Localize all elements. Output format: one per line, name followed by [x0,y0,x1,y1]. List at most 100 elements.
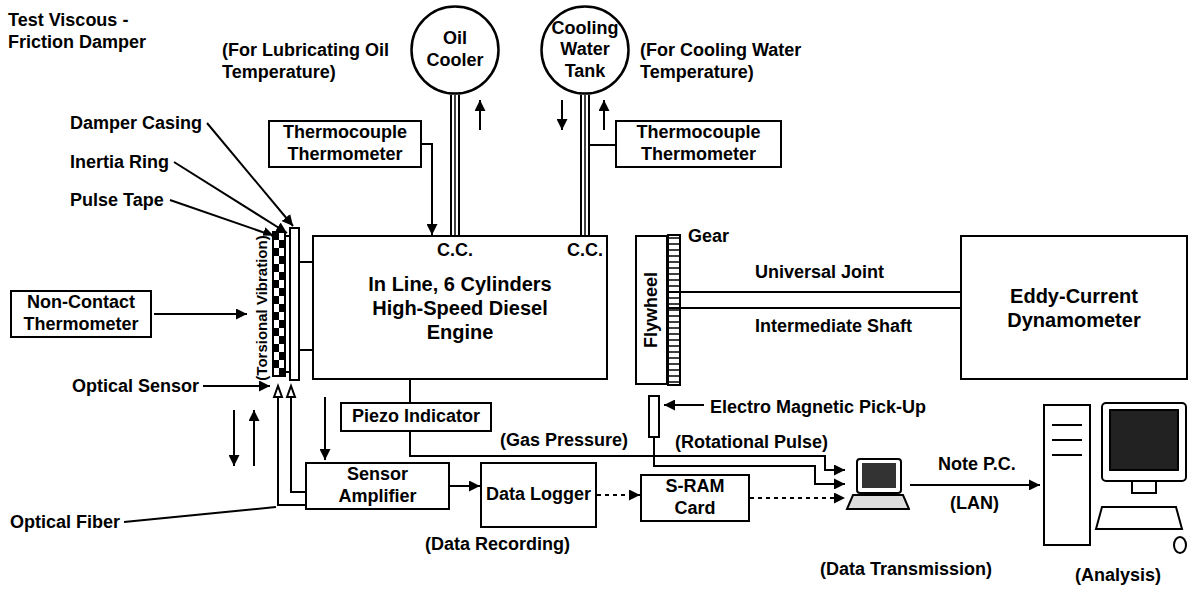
gear-tooth [668,381,680,383]
amplifier-box: Sensor Amplifier [305,462,450,510]
part-label: Pulse Tape [70,190,164,212]
gear-tooth [668,345,680,347]
part-label: (For Cooling Water Temperature) [640,40,840,83]
leader-line [203,385,270,387]
part-label: Optical Fiber [10,512,120,534]
monitor-screen [1110,410,1178,470]
laptop-icon: (Data Transmission) [845,455,910,515]
leader-line [174,162,287,233]
node-text: Data Logger [486,484,591,506]
cooler-circle: Oil Cooler [410,5,500,95]
gear-tooth [668,303,680,305]
connector-line [750,497,845,499]
damper-casing [290,228,299,380]
measure-arrow [154,313,247,315]
node-text: (Rotational Pulse) [675,432,828,454]
optical-fiber [278,398,305,505]
circle-shape [412,7,499,94]
node-text: Thermocouple Thermometer [274,122,416,165]
gear-tooth [668,297,680,299]
optical-fiber [291,398,305,492]
part-label: C.C. [567,240,603,262]
logger-box: Data Logger [480,462,597,528]
signal-arrow [324,397,326,460]
gear-tooth [668,357,680,359]
gear-tooth [668,267,680,269]
node-text: Non-Contact Thermometer [16,292,146,335]
connector [585,95,586,235]
node-text: Eddy-Current Dynamometer [984,284,1164,332]
gear-tooth [668,375,680,377]
keyboard [1096,507,1182,529]
sensor-box: Thermocouple Thermometer [615,120,782,168]
gear-tooth [668,321,680,323]
node-text: Electro Magnetic Pick-Up [710,397,926,419]
gear-tooth [668,273,680,275]
gear-tooth [668,249,680,251]
flow-arrow [603,100,605,130]
connector [455,95,456,235]
gear-tooth [668,243,680,245]
laptop-lid [857,459,901,493]
laptop-drawing [845,455,910,515]
node-text: Piezo Indicator [352,406,480,428]
part-label: Note P.C. [938,454,1016,476]
signal-arrow [253,410,255,466]
drive-slot [1052,424,1082,426]
gear-tooth [668,309,680,311]
connector [597,495,640,496]
optical-sensor [287,386,295,397]
part-label: (For Lubricating Oil Temperature) [222,40,402,83]
optical-sensor [274,386,282,397]
gear-tooth [668,363,680,365]
connector-line [668,307,960,309]
gear-tooth [668,237,680,239]
drive-slot [1052,454,1082,456]
node-text: Oil Cooler [420,28,490,71]
damper-shaft [299,349,312,351]
sensor-box: Non-Contact Thermometer [10,290,152,338]
connector-label: (LAN) [950,493,999,515]
monitor-stand [1132,481,1156,493]
mouse [1174,537,1186,553]
flow-arrow [479,100,481,130]
flywheel-box: Flywheel [635,235,668,385]
connector [450,486,480,487]
sensor-lead [590,144,615,146]
connector [750,498,845,499]
gear-tooth [668,351,680,353]
connector [422,144,432,235]
damper-shaft [299,261,312,263]
connector-line [597,494,640,496]
gear-tooth [668,315,680,317]
desktop-drawing [1040,395,1190,560]
laptop-screen [862,463,896,488]
node-text: In Line, 6 Cylinders High-Speed Diesel E… [350,272,570,344]
gear-tooth [668,333,680,335]
part-label: C.C. [437,240,473,262]
gear-tooth [668,369,680,371]
node-text: Sensor Amplifier [311,464,444,507]
connector-line [452,95,458,235]
connector-label: (Gas Pressure) [500,430,628,452]
part-label: Universal Joint [755,262,884,284]
gear-tooth [668,327,680,329]
node-text: (Data Transmission) [820,559,992,581]
connector-line [454,95,456,235]
signal-arrow [233,410,235,466]
leader-line [124,507,276,522]
connector-line [584,95,586,235]
tower-case [1044,405,1090,545]
pickup-box: Electro Magnetic Pick-Up(Rotational Puls… [648,395,660,438]
card-box: S-RAM Card [640,474,750,522]
connector-line [910,484,1040,486]
pulse-tape [273,232,285,376]
part-label: Test Viscous -Friction Damper [8,10,173,53]
node-text: Thermocouple Thermometer [621,122,776,165]
gear-tooth [668,339,680,341]
indicator-box: Piezo Indicator [340,402,492,432]
gear [668,235,680,385]
gear-tooth [668,261,680,263]
connector [410,380,411,402]
